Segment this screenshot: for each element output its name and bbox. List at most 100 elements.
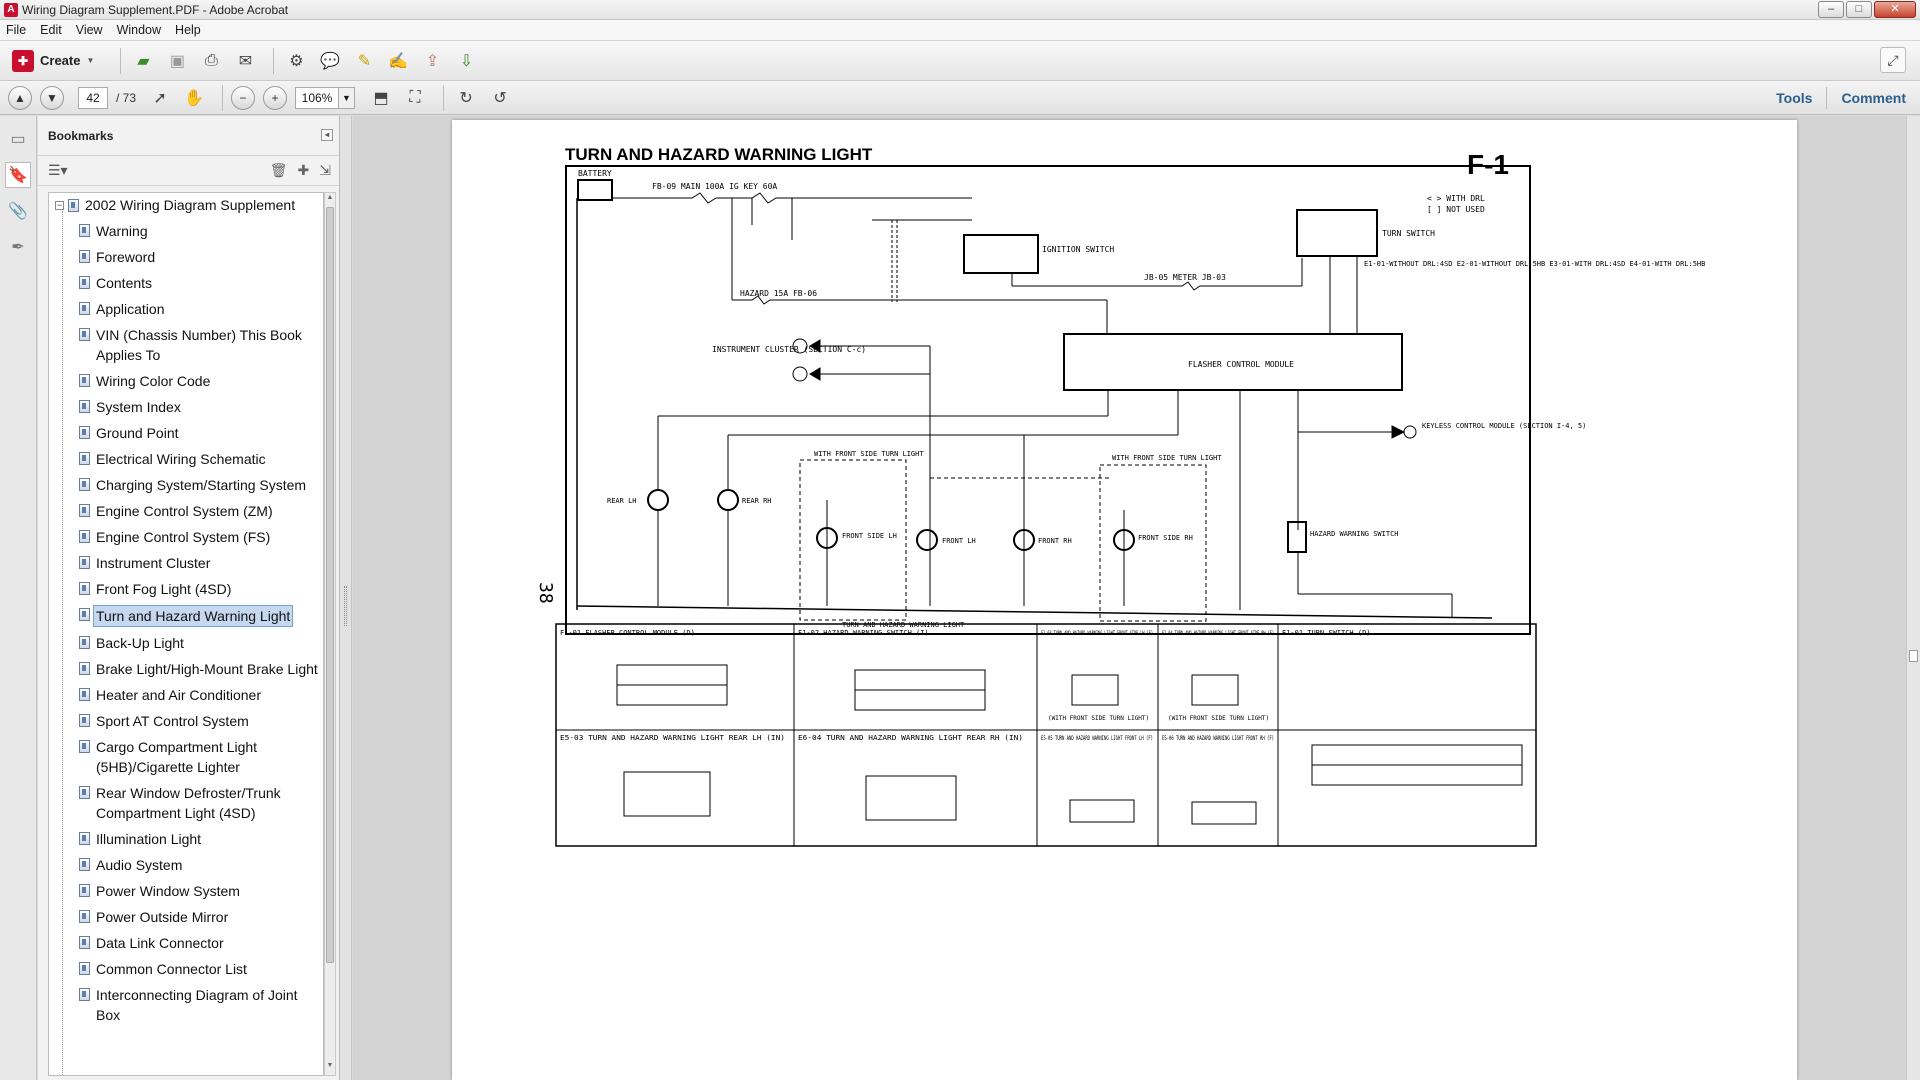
bookmark-item[interactable]: Charging System/Starting System (79, 475, 319, 495)
options-menu-icon[interactable]: ☰▾ (48, 162, 68, 178)
panel-splitter[interactable] (340, 116, 352, 1080)
collapse-toggle-icon[interactable]: − (55, 199, 64, 210)
bookmarks-title: Bookmarks (48, 128, 114, 143)
bookmark-item[interactable]: Ground Point (79, 423, 319, 443)
bookmark-item[interactable]: Engine Control System (ZM) (79, 501, 319, 521)
attachments-icon[interactable]: 📎 (8, 203, 28, 220)
bookmark-item[interactable]: Application (79, 299, 319, 319)
comment-link[interactable]: Comment (1841, 90, 1906, 106)
bookmark-item[interactable]: Cargo Compartment Light (5HB)/Cigarette … (79, 737, 319, 777)
bookmark-icon (79, 962, 90, 975)
zoom-dropdown-icon[interactable]: ▼ (339, 86, 356, 109)
bookmark-item[interactable]: Rear Window Defroster/Trunk Compartment … (79, 783, 319, 823)
bookmarks-scrollbar[interactable]: ▲ ▼ (324, 192, 336, 1076)
select-tool-icon[interactable]: ➚ (153, 89, 167, 107)
bookmark-root[interactable]: − 2002 Wiring Diagram Supplement (55, 197, 295, 213)
bookmark-item[interactable]: Data Link Connector (79, 933, 319, 953)
panel-note-1: (WITH FRONT SIDE TURN LIGHT) (1048, 715, 1149, 722)
bookmark-label: Illumination Light (96, 831, 202, 847)
splitter-grip[interactable] (344, 586, 347, 626)
page-thumbnails-icon[interactable]: ▭ (10, 131, 26, 148)
bookmark-item[interactable]: System Index (79, 397, 319, 417)
minimize-button[interactable]: – (1818, 1, 1844, 18)
turn-switch-symbol (1296, 209, 1378, 257)
bookmark-item[interactable]: Sport AT Control System (79, 711, 319, 731)
bookmark-item[interactable]: Warning (79, 221, 319, 241)
bookmark-label: Engine Control System (FS) (96, 529, 271, 545)
bookmark-item[interactable]: Front Fog Light (4SD) (79, 579, 319, 599)
fit-page-icon[interactable]: ⬒ (373, 89, 389, 107)
expand-icon[interactable]: ⤢ (1880, 47, 1906, 73)
delete-bookmark-icon[interactable]: 🗑 (269, 162, 288, 178)
fit-width-icon[interactable]: ⛶ (409, 88, 421, 106)
bookmark-item[interactable]: Wiring Color Code (79, 371, 319, 391)
bookmark-item[interactable]: Brake Light/High-Mount Brake Light (79, 659, 319, 679)
email-icon[interactable]: ✉ (238, 52, 253, 70)
bookmark-item[interactable]: Power Window System (79, 881, 319, 901)
bookmark-item[interactable]: Audio System (79, 855, 319, 875)
rotate-clockwise-icon[interactable]: ↻ (459, 89, 473, 107)
bookmark-item[interactable]: Common Connector List (79, 959, 319, 979)
toolbar-divider (273, 47, 275, 74)
keyless-module-label: KEYLESS CONTROL MODULE (SECTION I-4, 5) (1422, 422, 1586, 430)
bookmark-item[interactable]: Back-Up Light (79, 633, 319, 653)
close-button[interactable]: ✕ (1874, 1, 1916, 18)
next-page-icon[interactable]: ▼ (40, 85, 64, 110)
print-icon[interactable]: ⎙ (204, 51, 218, 69)
front-lh-label: FRONT LH (942, 537, 976, 545)
previous-page-icon[interactable]: ▲ (8, 85, 32, 110)
scroll-down-icon[interactable]: ▼ (326, 1062, 334, 1069)
tools-link[interactable]: Tools (1776, 90, 1813, 106)
maximize-button[interactable]: □ (1846, 1, 1872, 18)
panel-note-2: (WITH FRONT SIDE TURN LIGHT) (1168, 715, 1269, 722)
bookmark-item[interactable]: Heater and Air Conditioner (79, 685, 319, 705)
settings-gear-icon[interactable]: ⚙ (289, 52, 304, 70)
new-bookmark-icon[interactable]: ✚ (297, 162, 310, 178)
menu-file[interactable]: File (6, 23, 27, 37)
signatures-icon[interactable]: ✒ (11, 239, 25, 256)
zoom-out-icon[interactable]: − (231, 85, 256, 110)
save-icon[interactable]: ▣ (169, 52, 185, 70)
export-icon[interactable]: ⇩ (459, 52, 474, 70)
bookmark-item[interactable]: Interconnecting Diagram of Joint Box (79, 985, 319, 1025)
expand-bookmark-icon[interactable]: ⇲ (319, 162, 331, 178)
menu-view[interactable]: View (75, 23, 103, 37)
bookmark-item[interactable]: VIN (Chassis Number) This Book Applies T… (79, 325, 319, 365)
bookmark-item[interactable]: Power Outside Mirror (79, 907, 319, 927)
menu-window[interactable]: Window (116, 23, 162, 37)
bookmark-item[interactable]: Foreword (79, 247, 319, 267)
highlight-icon[interactable]: ✎ (357, 52, 372, 70)
hand-tool-icon[interactable]: ✋ (184, 89, 204, 107)
sign-icon[interactable]: ✍ (388, 52, 409, 70)
navigation-pane-rail: ▭ 🔖 📎 ✒ (0, 116, 37, 1080)
zoom-in-icon[interactable]: + (263, 85, 288, 110)
scrollbar-thumb[interactable] (1909, 650, 1918, 662)
scrollbar-thumb[interactable] (326, 207, 334, 963)
document-scrollbar[interactable] (1906, 116, 1920, 1080)
create-button[interactable]: ✚ Create ▼ (10, 47, 102, 75)
scroll-up-icon[interactable]: ▲ (326, 194, 334, 201)
collapse-panel-icon[interactable]: ◂ (321, 129, 333, 141)
connector-panel-frame (555, 623, 1537, 847)
menu-help[interactable]: Help (175, 23, 201, 37)
bookmark-item[interactable]: Electrical Wiring Schematic (79, 449, 319, 469)
page-number-input[interactable]: 42 (78, 86, 108, 109)
bookmark-item[interactable]: Turn and Hazard Warning Light (79, 605, 319, 627)
turn-switch-variants: E1-01-WITHOUT DRL:4SD E2-01-WITHOUT DRL:… (1364, 260, 1705, 268)
zoom-level-input[interactable]: 106% (295, 86, 340, 109)
comment-bubble-icon[interactable]: 💬 (320, 52, 341, 70)
panel-e5-03: E5-03 TURN AND HAZARD WARNING LIGHT REAR… (560, 734, 785, 742)
bookmark-item[interactable]: Contents (79, 273, 319, 293)
open-folder-icon[interactable]: ▰ (137, 52, 150, 70)
bookmark-label: Power Outside Mirror (96, 909, 229, 925)
bookmarks-toolbar: ☰▾ 🗑 ✚ ⇲ (38, 156, 339, 186)
menu-edit[interactable]: Edit (40, 23, 62, 37)
bookmark-item[interactable]: Illumination Light (79, 829, 319, 849)
bookmarks-icon[interactable]: 🔖 (5, 162, 31, 188)
bookmark-item[interactable]: Instrument Cluster (79, 553, 319, 573)
share-icon[interactable]: ⇪ (425, 52, 440, 70)
rotate-counterclockwise-icon[interactable]: ↺ (493, 89, 507, 107)
bookmark-item[interactable]: Engine Control System (FS) (79, 527, 319, 547)
document-viewport[interactable]: 38 TURN AND HAZARD WARNING LIGHT F-1 < >… (353, 116, 1920, 1080)
